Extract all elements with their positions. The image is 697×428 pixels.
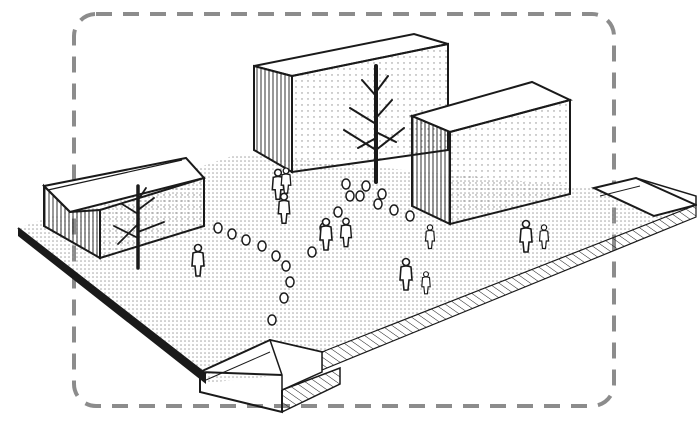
stepping-stone [362,181,370,191]
stepping-stone [334,207,342,217]
stepping-stone [282,261,290,271]
stepping-stone [374,199,382,209]
stepping-stone [406,211,414,221]
stepping-stone [214,223,222,233]
stepping-stone [390,205,398,215]
stepping-stone [308,247,316,257]
stepping-stone [242,235,250,245]
stepping-stone [378,189,386,199]
stepping-stone [258,241,266,251]
stepping-stone [268,315,276,325]
stepping-stone [228,229,236,239]
stepping-stone [272,251,280,261]
stepping-stone [346,191,354,201]
stepping-stone [280,293,288,303]
stepping-stone [356,191,364,201]
stepping-stone [342,179,350,189]
stepping-stone [286,277,294,287]
